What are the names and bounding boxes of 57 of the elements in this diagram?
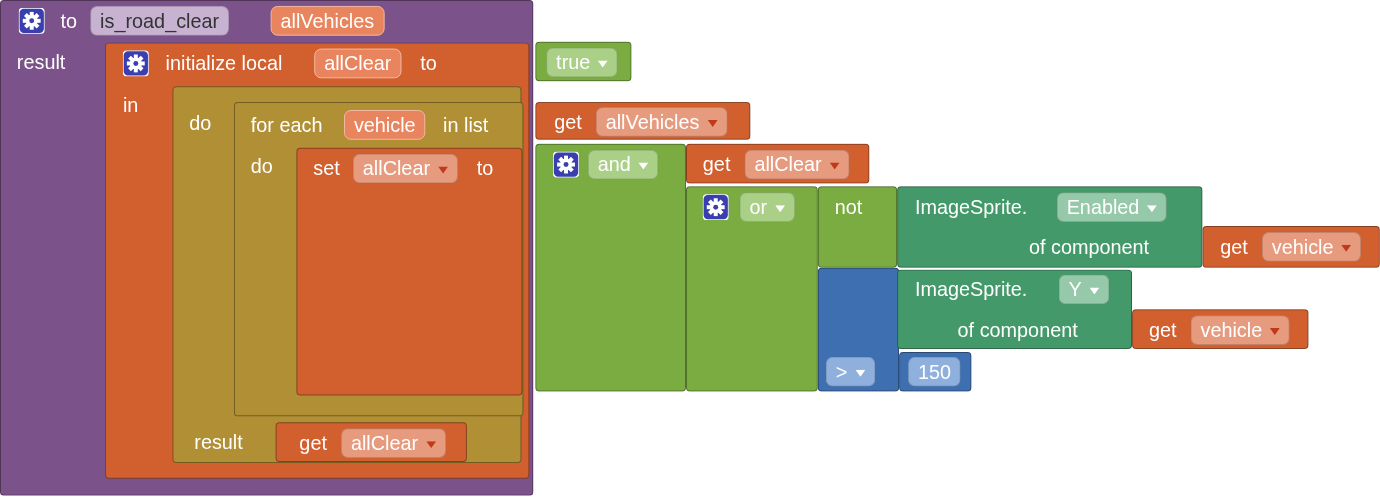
number-block bbox=[899, 351, 972, 392]
block-label: get bbox=[1148, 318, 1177, 342]
logic-and-block bbox=[535, 143, 686, 392]
variable-name-field: vehicle bbox=[344, 110, 426, 140]
getter-block bbox=[1202, 226, 1380, 268]
for-each-block bbox=[233, 102, 524, 417]
dropdown-field: allClear bbox=[744, 149, 850, 180]
dropdown-field: Enabled bbox=[1056, 192, 1168, 223]
block-label: get bbox=[702, 152, 731, 177]
block-label: do bbox=[250, 154, 273, 179]
block-label: in list bbox=[443, 113, 489, 137]
block-label: result bbox=[16, 50, 66, 75]
getter-block bbox=[275, 422, 467, 462]
block-label: ImageSprite. bbox=[914, 195, 1028, 220]
procedure-block bbox=[0, 0, 534, 496]
boolean-block bbox=[535, 41, 632, 82]
block-label: of component bbox=[957, 318, 1078, 342]
block-label: initialize local bbox=[165, 51, 283, 76]
setter-block bbox=[296, 147, 523, 396]
block-label: get bbox=[1220, 234, 1248, 259]
block-label: get bbox=[299, 431, 327, 455]
logic-not-block bbox=[817, 186, 898, 268]
text-field: is_road_clear bbox=[90, 5, 230, 36]
dropdown-field: vehicle bbox=[1261, 231, 1362, 262]
getter-block bbox=[1132, 309, 1309, 349]
dropdown-field: Y bbox=[1058, 274, 1110, 305]
block-label: of component bbox=[1028, 234, 1150, 259]
do-result-block bbox=[172, 86, 522, 463]
text-field: 150 bbox=[908, 356, 961, 387]
dropdown-field: and bbox=[587, 149, 659, 180]
logic-or-block bbox=[686, 186, 818, 392]
dropdown-field: vehicle bbox=[1190, 315, 1290, 345]
block-label: result bbox=[194, 430, 243, 454]
block-label: to bbox=[60, 8, 77, 33]
dropdown-field: allClear bbox=[352, 153, 458, 184]
variable-name-field: allClear bbox=[314, 48, 402, 79]
block-label: in bbox=[122, 93, 139, 117]
dropdown-field: or bbox=[739, 192, 795, 223]
block-label: ImageSprite. bbox=[914, 277, 1028, 302]
dropdown-field: > bbox=[825, 356, 875, 387]
block-label: for each bbox=[250, 113, 323, 137]
component-property-block bbox=[897, 269, 1133, 349]
component-property-block bbox=[897, 186, 1203, 268]
block-label: not bbox=[834, 195, 863, 220]
block-label: to bbox=[420, 51, 437, 76]
block-label: set bbox=[313, 156, 340, 181]
getter-block bbox=[535, 102, 751, 140]
block-label: to bbox=[476, 156, 494, 181]
getter-block bbox=[686, 143, 870, 184]
dropdown-field: allClear bbox=[341, 428, 446, 458]
compare-block bbox=[817, 267, 900, 392]
dropdown-field: allVehicles bbox=[595, 107, 728, 137]
local-variable-block bbox=[105, 42, 530, 479]
block-label: get bbox=[554, 110, 582, 134]
block-label: do bbox=[189, 111, 212, 135]
variable-name-field: allVehicles bbox=[270, 5, 385, 36]
dropdown-field: true bbox=[546, 47, 619, 78]
